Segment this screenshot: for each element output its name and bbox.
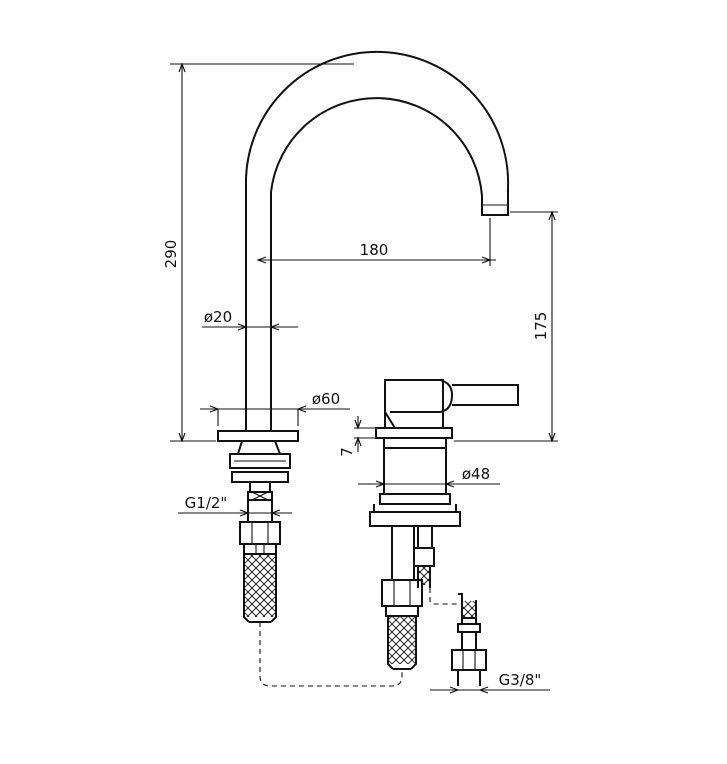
dim-180-label: 180 bbox=[360, 241, 389, 259]
dim-pipe-diameter: ø20 bbox=[202, 308, 298, 331]
dim-7-label: 7 bbox=[338, 447, 356, 457]
dim-hose-thread: G3/8" bbox=[430, 671, 550, 694]
dim-175-label: 175 bbox=[532, 312, 550, 341]
dim-290-label: 290 bbox=[162, 240, 180, 269]
hose-routes bbox=[259, 588, 462, 687]
dim-spout-reach: 180 bbox=[256, 218, 496, 266]
dim-o60-label: ø60 bbox=[312, 390, 340, 408]
spout bbox=[245, 50, 510, 431]
dim-o20-label: ø20 bbox=[204, 308, 232, 326]
connector-hose bbox=[451, 593, 487, 686]
dim-g38-label: G3/8" bbox=[499, 671, 542, 689]
dim-base-diameter: ø60 bbox=[200, 390, 350, 426]
dim-g12-label: G1/2" bbox=[185, 494, 228, 512]
spout-base bbox=[217, 430, 299, 623]
dim-spout-height: 175 bbox=[454, 210, 558, 443]
dim-total-height: 290 bbox=[162, 62, 354, 443]
dim-handle-diameter: ø48 bbox=[358, 465, 500, 488]
dim-inlet-thread: G1/2" bbox=[178, 494, 292, 517]
dim-base-thickness: 7 bbox=[338, 416, 376, 457]
dim-o48-label: ø48 bbox=[462, 465, 490, 483]
mixer-handle bbox=[369, 379, 519, 670]
